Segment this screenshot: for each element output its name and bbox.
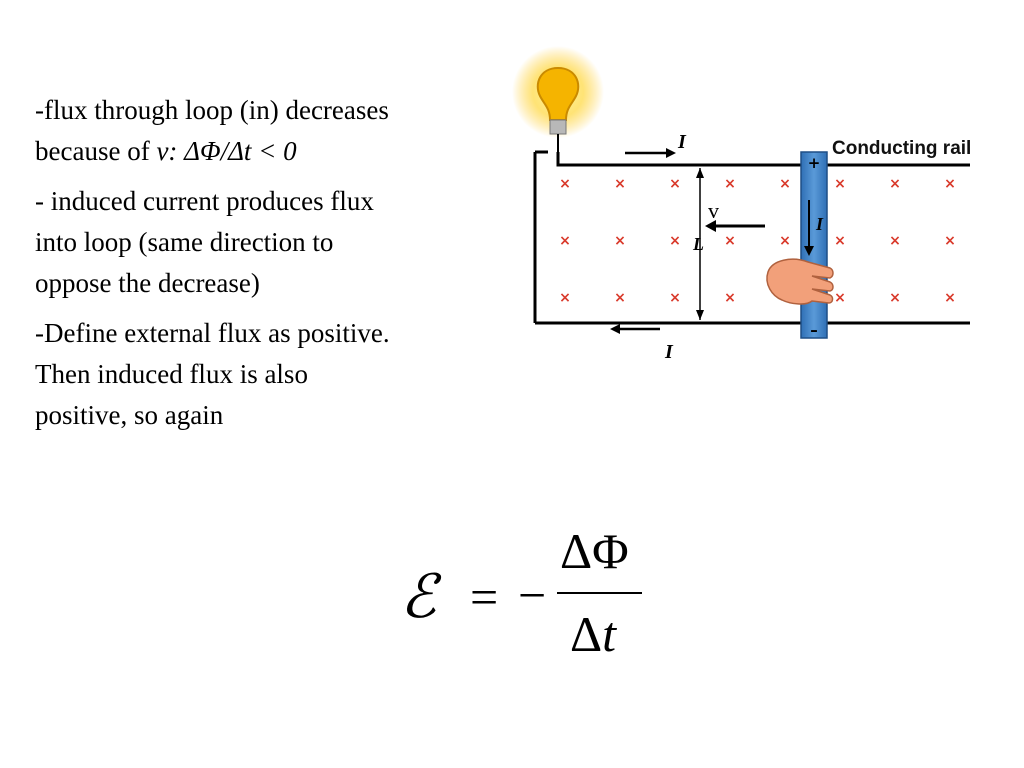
field-marker: × [834, 233, 846, 249]
emf-symbol: ℰ [400, 562, 437, 632]
field-marker: × [614, 176, 626, 192]
rail-plus-sign: + [808, 154, 821, 172]
field-marker: × [669, 290, 681, 306]
bullet-3-line-1: -Define external flux as positive. [35, 318, 390, 348]
velocity-arrow: v [705, 198, 765, 232]
current-arrow-bottom: I [610, 324, 674, 363]
current-label-top: I [677, 131, 687, 153]
field-marker: × [779, 176, 791, 192]
conducting-rail-bar: + – I [800, 151, 828, 339]
current-arrow-top: I [625, 131, 687, 158]
field-marker: × [944, 233, 956, 249]
bullet-2-line-3: oppose the decrease) [35, 268, 260, 298]
field-marker: × [724, 176, 736, 192]
field-marker: × [559, 233, 571, 249]
field-marker: × [669, 233, 681, 249]
bullet-2-line-2: into loop (same direction to [35, 227, 334, 257]
field-marker: × [559, 290, 571, 306]
field-marker: × [614, 290, 626, 306]
field-marker: × [889, 290, 901, 306]
hand-icon [766, 258, 834, 305]
bullet-text: -flux through loop (in) decreases becaus… [35, 90, 495, 445]
denominator-t: t [602, 606, 617, 662]
field-marker: × [834, 290, 846, 306]
field-marker: × [724, 233, 736, 249]
field-marker: × [559, 176, 571, 192]
bullet-1: -flux through loop (in) decreases becaus… [35, 90, 495, 172]
field-marker: × [889, 176, 901, 192]
bullet-3-line-2: Then induced flux is also [35, 359, 308, 389]
conducting-rail-label: Conducting rail [832, 138, 971, 159]
circuit-wires [533, 150, 970, 325]
magnetic-field-markers: × × × × × × × × × × × × × × × × × × × × × × × [559, 176, 956, 306]
rail-circuit-diagram: × × × × × × × × × × × × × × × × × × × × × × × I I L v + – I Co… [512, 46, 971, 363]
field-marker: × [944, 176, 956, 192]
length-marker: L [692, 168, 704, 320]
light-bulb-icon [512, 46, 604, 152]
bullet-1-line-1: -flux through loop (in) decreases [35, 95, 389, 125]
field-marker: × [669, 176, 681, 192]
field-marker: × [724, 290, 736, 306]
field-marker: × [834, 176, 846, 192]
field-marker: × [889, 233, 901, 249]
field-marker: × [614, 233, 626, 249]
field-marker: × [944, 290, 956, 306]
rail-minus-sign: – [810, 321, 818, 339]
formula-numerator: ΔΦ [560, 523, 629, 579]
velocity-label: v [708, 198, 719, 223]
fraction-bar [557, 592, 642, 594]
length-label: L [692, 234, 704, 254]
bullet-1-math: v: ΔΦ/Δt < 0 [156, 136, 297, 166]
bullet-2-line-1: - induced current produces flux [35, 186, 374, 216]
bullet-2: - induced current produces flux into loo… [35, 181, 495, 304]
current-label-rail: I [815, 214, 824, 234]
bullet-3: -Define external flux as positive. Then … [35, 313, 495, 436]
minus-sign: − [518, 567, 547, 623]
formula-denominator: Δt [570, 605, 616, 663]
denominator-delta: Δ [570, 606, 603, 662]
current-label-bottom: I [664, 341, 674, 363]
bullet-1-line-2-prefix: because of [35, 136, 157, 166]
field-marker: × [779, 233, 791, 249]
bullet-3-line-3: positive, so again [35, 400, 224, 430]
equals-sign: = [470, 569, 499, 625]
faraday-law-formula: ℰ = − ΔΦ Δt [400, 520, 660, 670]
